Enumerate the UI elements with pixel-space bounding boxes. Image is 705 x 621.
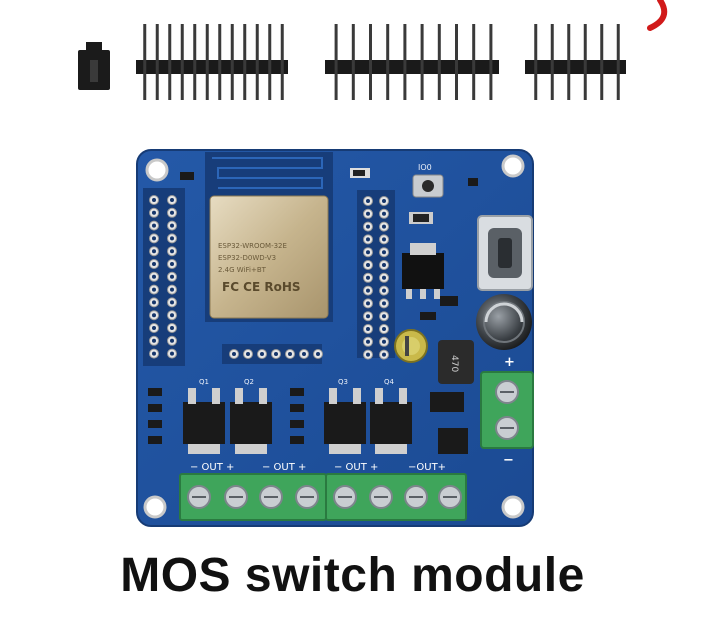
caption: MOS switch module (120, 549, 585, 602)
inductor: 470 (438, 340, 474, 384)
mosfet-q3 (324, 388, 366, 454)
out1-label: − OUT + (190, 462, 234, 473)
mosfet-q2 (230, 388, 272, 454)
mosfet-q1 (183, 388, 225, 454)
power-minus-label: − (503, 453, 514, 468)
product-photo: ESP32-WROOM-32E ESP32-D0WD-V3 2.4G WiFi+… (78, 0, 668, 527)
red-accent-arc (647, 0, 668, 31)
module-cert-marks: FC CE RoHS (222, 280, 301, 294)
boot-button: IO0 (412, 163, 444, 198)
pin-header-12pin (136, 24, 288, 100)
out2-label: − OUT + (262, 462, 306, 473)
pin-header-10pin (325, 24, 499, 100)
q2-label: Q2 (244, 378, 254, 386)
output-terminal-block-right (325, 473, 467, 521)
q4-label: Q4 (384, 378, 395, 386)
module-text-line2: ESP32-D0WD-V3 (218, 254, 276, 262)
smd-components (148, 172, 478, 454)
small-capacitor (394, 329, 428, 363)
jumper-cap (78, 42, 110, 90)
q1-label: Q1 (199, 378, 209, 386)
out4-label: −OUT+ (408, 462, 446, 473)
mounting-holes (143, 154, 525, 519)
voltage-regulator (402, 243, 444, 299)
power-terminal-block: + − (480, 355, 534, 468)
module-text-line1: ESP32-WROOM-32E (218, 242, 287, 250)
electrolytic-capacitor (476, 294, 532, 350)
terminal-screws (187, 485, 462, 509)
power-plus-label: + (504, 355, 515, 370)
mosfet-q4 (370, 388, 412, 454)
pin-header-6pin (525, 24, 626, 100)
q3-label: Q3 (338, 378, 348, 386)
middle-pin-column (357, 190, 395, 360)
usb-c-port (477, 215, 533, 291)
out3-label: − OUT + (334, 462, 378, 473)
left-pin-column (143, 188, 185, 366)
pcb-board: ESP32-WROOM-32E ESP32-D0WD-V3 2.4G WiFi+… (136, 149, 534, 527)
button-label: IO0 (418, 163, 432, 172)
bottom-pin-row (222, 344, 323, 364)
module-text-line3: 2.4G WiFi+BT (218, 266, 267, 274)
esp32-module: ESP32-WROOM-32E ESP32-D0WD-V3 2.4G WiFi+… (205, 192, 333, 322)
inductor-label: 470 (449, 355, 459, 372)
